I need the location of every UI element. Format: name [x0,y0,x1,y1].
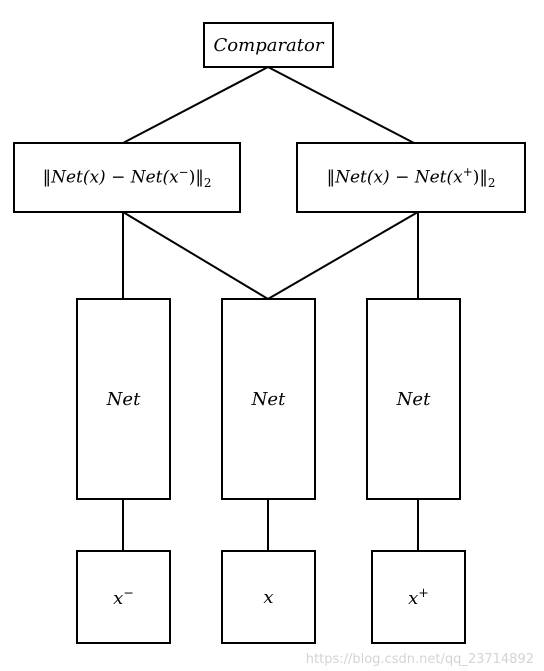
input-label-anchor: x [263,586,274,608]
net-label-center: Net [251,388,286,410]
input-box-negative: x− [76,550,171,644]
distance-label-negative: ‖Net(x) − Net(x−)‖2 [42,164,212,191]
comparator-label: Comparator [213,34,324,56]
distance-label-positive: ‖Net(x) − Net(x+)‖2 [326,164,496,191]
edge-comparator-right [267,66,415,144]
input-box-anchor: x [221,550,316,644]
comparator-box: Comparator [203,22,334,68]
net-label-left: Net [106,388,141,410]
net-box-left: Net [76,298,171,500]
net-box-center: Net [221,298,316,500]
input-label-negative: x− [113,585,134,609]
input-label-positive: x+ [408,585,429,609]
watermark: https://blog.csdn.net/qq_23714892 [305,652,534,667]
input-box-positive: x+ [371,550,466,644]
edge-comparator-left [122,66,269,144]
edge-right-dist-to-net-center [267,211,419,300]
net-box-right: Net [366,298,461,500]
net-label-right: Net [396,388,431,410]
edge-left-dist-to-net-center [122,211,269,300]
distance-box-positive: ‖Net(x) − Net(x+)‖2 [296,142,526,213]
distance-box-negative: ‖Net(x) − Net(x−)‖2 [13,142,241,213]
